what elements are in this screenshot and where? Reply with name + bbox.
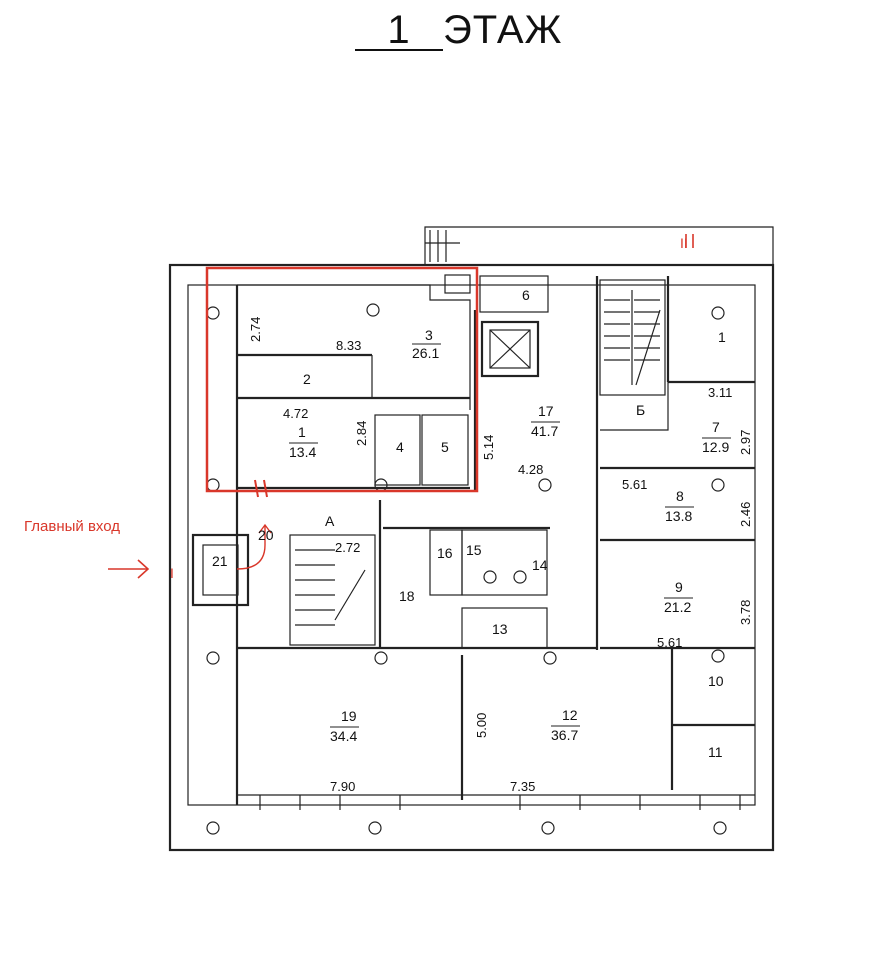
room-area: 41.7 [531,423,558,439]
room-label: 13 [492,621,508,637]
room-6-outline [479,275,549,313]
room-5-outline [421,414,469,486]
room-label: 17 [538,403,554,419]
room-area: 13.8 [665,508,692,524]
main-entrance-label: Главный вход [24,518,121,535]
dimension-label: 7.35 [510,779,535,794]
inner-wall-line [187,284,756,806]
dimension-label: 2.84 [354,421,369,446]
dimension-label: 2.46 [738,502,753,527]
entrance-path-icon [236,525,266,570]
dimension-label: 2.72 [335,540,360,555]
room-area: 13.4 [289,444,316,460]
dimension-label: 4.28 [518,462,543,477]
section-label-b: Б [636,402,645,418]
dimension-label: 5.61 [657,635,682,650]
room-label: 16 [437,545,453,561]
dimension-label: 3.11 [708,385,732,400]
dimension-label: 7.90 [330,779,355,794]
room-label: 11 [708,744,723,760]
stair-a [289,534,376,646]
room-label: 1 [718,329,726,345]
elevator-shaft [480,320,540,378]
room-label: 6 [522,287,530,303]
room-area: 26.1 [412,345,439,361]
dimension-label: 2.97 [738,430,753,455]
floor-number: 1 [355,10,443,51]
vestibule-21 [191,533,250,607]
room-label: 8 [676,488,684,504]
room-area: 12.9 [702,439,729,455]
top-annex [424,226,774,265]
room-label: 10 [708,673,724,689]
room-label: 1 [298,424,306,440]
stair-b [599,279,666,396]
room-label: 14 [532,557,548,573]
highlight-frame [205,266,479,493]
room-label: 5 [441,439,449,455]
room-label: 18 [399,588,415,604]
floor-word: ЭТАЖ [443,8,563,52]
room-label: 12 [562,707,578,723]
dimension-label: 2.74 [248,317,263,342]
structural-columns [206,303,727,835]
room-area: 36.7 [551,727,578,743]
building-outline [168,263,775,852]
room-4-outline [374,414,421,486]
room-label: 20 [258,527,274,543]
axis-label-left: I [170,565,174,581]
room-15-14-outline [461,529,548,596]
room-area: 21.2 [664,599,691,615]
room-label: 19 [341,708,357,724]
dimension-label: 5.61 [622,477,647,492]
dimension-label: 3.78 [738,600,753,625]
room-label: 21 [212,553,228,569]
room-label: 15 [466,542,482,558]
dimension-label: 5.00 [474,713,489,738]
section-label-a: А [325,513,335,529]
axis-label-top: II [680,235,688,251]
room-16-outline [429,529,463,596]
dimension-label: 4.72 [283,406,308,421]
dimension-label: 5.14 [481,435,496,460]
room-label: 3 [425,327,433,343]
room-area: 34.4 [330,728,357,744]
room-label: 9 [675,579,683,595]
room-label: 2 [303,371,311,387]
room-label: 4 [396,439,404,455]
dimension-label: 8.33 [336,338,361,353]
room-label: 7 [712,419,720,435]
